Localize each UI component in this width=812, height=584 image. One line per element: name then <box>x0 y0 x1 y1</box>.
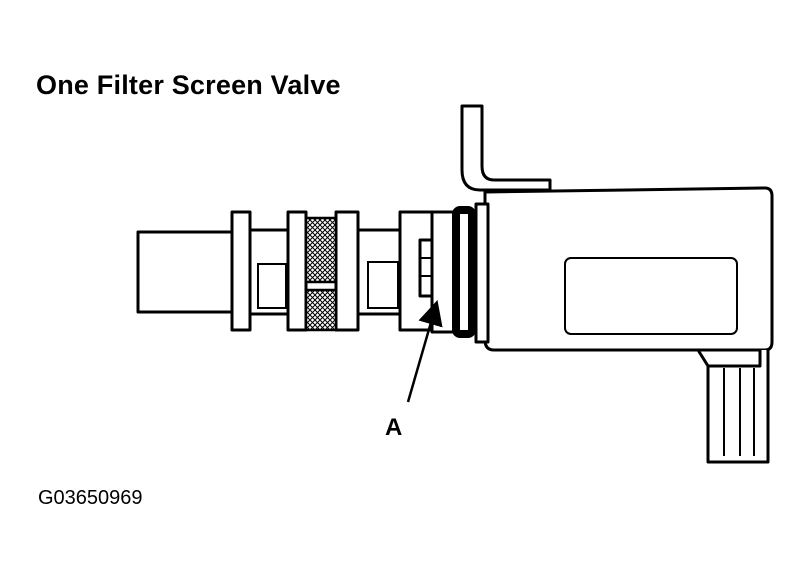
spool-land-1 <box>230 210 252 332</box>
electrical-connector <box>696 348 770 464</box>
spool-shaft <box>248 210 404 332</box>
o-ring <box>452 202 490 344</box>
solenoid-body <box>483 186 774 352</box>
callout-leader <box>406 299 443 403</box>
filter-screen <box>304 216 338 332</box>
figure-id: G03650969 <box>38 487 143 509</box>
callout-label-a: A <box>385 414 403 441</box>
spool-land-2 <box>398 210 456 334</box>
top-tube <box>460 104 552 192</box>
spool-end <box>136 230 236 314</box>
diagram-title: One Filter Screen Valve <box>36 70 341 100</box>
